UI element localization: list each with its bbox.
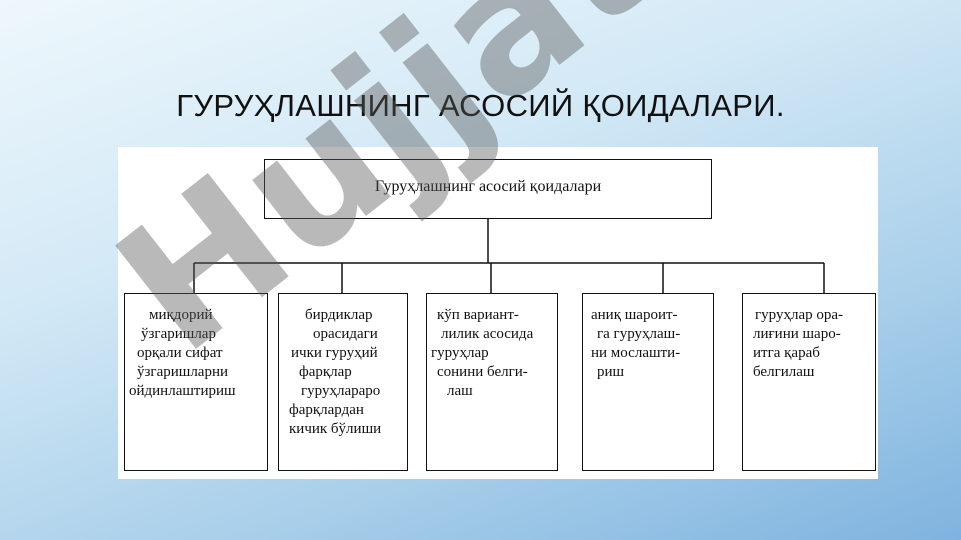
child-2-line: кичик бўлиши — [289, 421, 382, 437]
child-3-line: сонини белги- — [437, 364, 528, 380]
child-2-line: орасидаги — [313, 326, 378, 342]
child-box-5: гуруҳлар ора- лиғини шаро- итга қараб бе… — [742, 293, 876, 471]
child-4-line: риш — [597, 364, 625, 380]
child-box-1: миқдорий ўзгаришлар орқали сифат ўзгариш… — [124, 293, 268, 471]
watermark-accent-text: 24 — [561, 0, 887, 18]
child-5-line: гуруҳлар ора- — [755, 307, 844, 323]
child-5-line: лиғини шаро- — [753, 326, 841, 342]
child-3-line: лилик асосида — [441, 326, 534, 342]
diagram-panel: Гуруҳлашнинг асосий қоидалари миқдорий ў… — [118, 147, 878, 479]
child-5-line: белгилаш — [753, 364, 815, 380]
connector-lines — [193, 219, 825, 293]
child-box-3: кўп вариант- лилик асосида гуруҳлар сони… — [426, 293, 558, 471]
child-3-line: гуруҳлар — [431, 345, 489, 361]
child-4-line: га гуруҳлаш- — [597, 326, 681, 342]
child-1-line: ўзгаришлар — [141, 326, 216, 342]
child-2-line: гуруҳлараро — [301, 383, 381, 399]
root-label: Гуруҳлашнинг асосий қоидалари — [374, 178, 602, 195]
child-box-4: аниқ шароит- га гуруҳлаш- ни мослашти- р… — [582, 293, 714, 471]
child-4-line: ни мослашти- — [591, 345, 681, 361]
child-2-line: ички гуруҳий — [291, 345, 378, 361]
child-2-line: бирдиклар — [305, 307, 373, 323]
child-box-2: бирдиклар орасидаги ички гуруҳий фарқлар… — [278, 293, 408, 471]
child-3-line: кўп вариант- — [437, 307, 519, 323]
child-1-line: ойдинлаштириш — [129, 383, 236, 399]
child-1-line: миқдорий — [149, 307, 213, 323]
child-1-line: ўзгаришларни — [137, 364, 229, 380]
root-box: Гуруҳлашнинг асосий қоидалари — [264, 159, 712, 219]
child-3-line: лаш — [447, 383, 473, 399]
child-5-line: итга қараб — [753, 345, 820, 361]
child-2-line: фарқлар — [299, 364, 352, 380]
child-4-line: аниқ шароит- — [591, 307, 678, 323]
child-1-line: орқали сифат — [137, 345, 223, 361]
child-2-line: фарқлардан — [289, 402, 364, 418]
slide-title: ГУРУҲЛАШНИНГ АСОСИЙ ҚОИДАЛАРИ. — [176, 88, 785, 123]
